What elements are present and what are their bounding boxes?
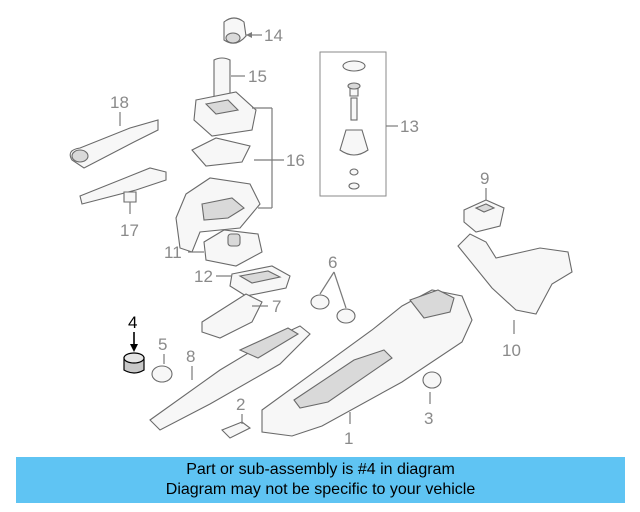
callout-14: 14 [264, 26, 283, 45]
callout-6: 6 [328, 253, 337, 272]
callout-18: 18 [110, 93, 129, 112]
callout-9: 9 [480, 169, 489, 188]
part-1-console [261, 289, 473, 437]
callout-15: 15 [248, 67, 267, 86]
part-17-bracket [79, 167, 167, 214]
part-2-clip [221, 414, 252, 439]
callout-17: 17 [120, 221, 139, 240]
callout-1: 1 [344, 429, 353, 448]
shifter-housing [175, 177, 261, 253]
parts-diagram: 14 15 16 18 17 13 11 12 7 6 9 10 5 8 4 2… [69, 17, 573, 448]
part-6-clips [310, 271, 356, 324]
callout-16: 16 [286, 151, 305, 170]
info-banner: Part or sub-assembly is #4 in diagram Di… [16, 457, 625, 503]
part-13-shift-kit [319, 51, 398, 197]
banner-line-2: Diagram may not be specific to your vehi… [165, 481, 476, 498]
banner-line-1: Part or sub-assembly is #4 in diagram [186, 461, 455, 478]
callout-5: 5 [158, 335, 167, 354]
part-12-trim [216, 265, 291, 297]
part-9-cover [463, 188, 505, 233]
callout-3: 3 [424, 409, 433, 428]
callout-7: 7 [272, 297, 281, 316]
part-14-shift-knob [223, 17, 262, 44]
callout-8: 8 [186, 347, 195, 366]
callout-13: 13 [400, 117, 419, 136]
part-8-lower-trim [149, 325, 311, 431]
callout-10: 10 [502, 341, 521, 360]
callout-2: 2 [236, 395, 245, 414]
part-4-plug [123, 332, 145, 374]
part-5-cap [151, 354, 173, 383]
part-10-side-trim [457, 233, 573, 334]
part-16-bezel [191, 91, 284, 209]
part-18-handbrake [69, 112, 159, 169]
callout-4: 4 [128, 313, 137, 332]
part-11-plate [188, 229, 263, 267]
part-3-knob [422, 371, 442, 404]
callout-11: 11 [164, 243, 182, 262]
callout-12: 12 [194, 267, 213, 286]
part-7-panel [201, 293, 268, 339]
